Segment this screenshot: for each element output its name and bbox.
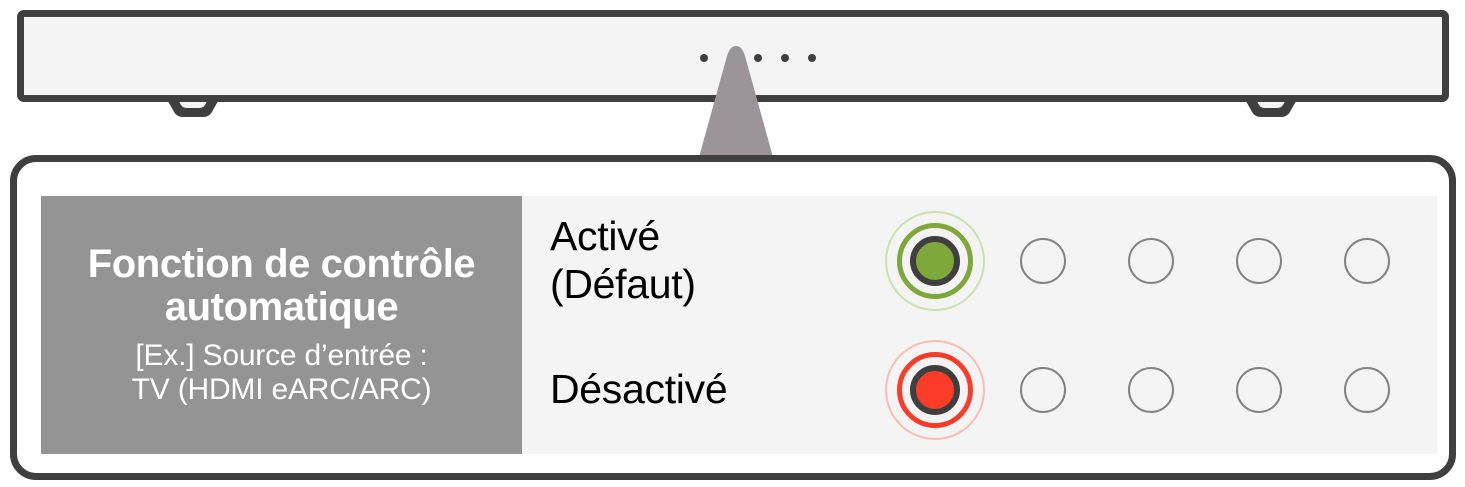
led-group-on [885,210,1437,311]
state-row-on-label: Activé (Défaut) [550,213,910,308]
led-halo-inner [897,351,973,428]
led-unlit-circle [1128,237,1174,284]
led-unlit-circle [1236,366,1282,413]
led-on-2-off [1018,236,1068,286]
led-off-4-off [1234,365,1284,415]
led-halo-inner [897,222,973,299]
led-unlit-circle [1344,366,1390,413]
indicator-dot-1 [700,54,708,62]
led-off-2-off [1018,365,1068,415]
state-row-on-label-line-1: Activé [550,212,660,259]
led-unlit-circle [1236,237,1282,284]
led-group-off [885,339,1437,440]
signal-beam-icon [690,46,782,168]
caption-subtitle: [Ex.] Source d’entrée : TV (HDMI eARC/AR… [132,339,432,407]
state-row-off-label: Désactivé [550,366,910,414]
led-core-red [910,364,960,415]
led-unlit-circle [1020,366,1066,413]
led-core-green [910,235,960,286]
led-unlit-circle [1128,366,1174,413]
caption-title: Fonction de contrôle automatique [87,242,476,330]
led-on-5-off [1342,236,1392,286]
led-off-5-off [1342,365,1392,415]
led-on-4-off [1234,236,1284,286]
indicator-dot-3 [754,54,762,62]
led-unlit-circle [1344,237,1390,284]
caption-subtitle-line-1: [Ex.] Source d’entrée : [135,338,428,372]
state-rows: Activé (Défaut) [522,196,1437,454]
state-table-panel: Fonction de contrôle automatique [Ex.] S… [10,155,1456,480]
led-halo-outer [885,210,985,311]
state-table-inner: Fonction de contrôle automatique [Ex.] S… [41,196,1437,454]
indicator-dot-4 [781,54,789,62]
state-row-off-label-line-1: Désactivé [550,365,728,412]
state-row-off: Désactivé [550,325,1437,454]
caption-box: Fonction de contrôle automatique [Ex.] S… [41,196,522,454]
led-off-1-lit [885,339,985,440]
caption-subtitle-line-2: TV (HDMI eARC/ARC) [131,372,432,406]
led-halo-outer [885,339,985,440]
led-off-3-off [1126,365,1176,415]
state-row-on: Activé (Défaut) [550,196,1437,325]
led-on-3-off [1126,236,1176,286]
led-unlit-circle [1020,237,1066,284]
indicator-dot-5 [808,54,816,62]
led-on-1-lit [885,210,985,311]
state-row-on-label-line-2: (Défaut) [550,260,696,307]
